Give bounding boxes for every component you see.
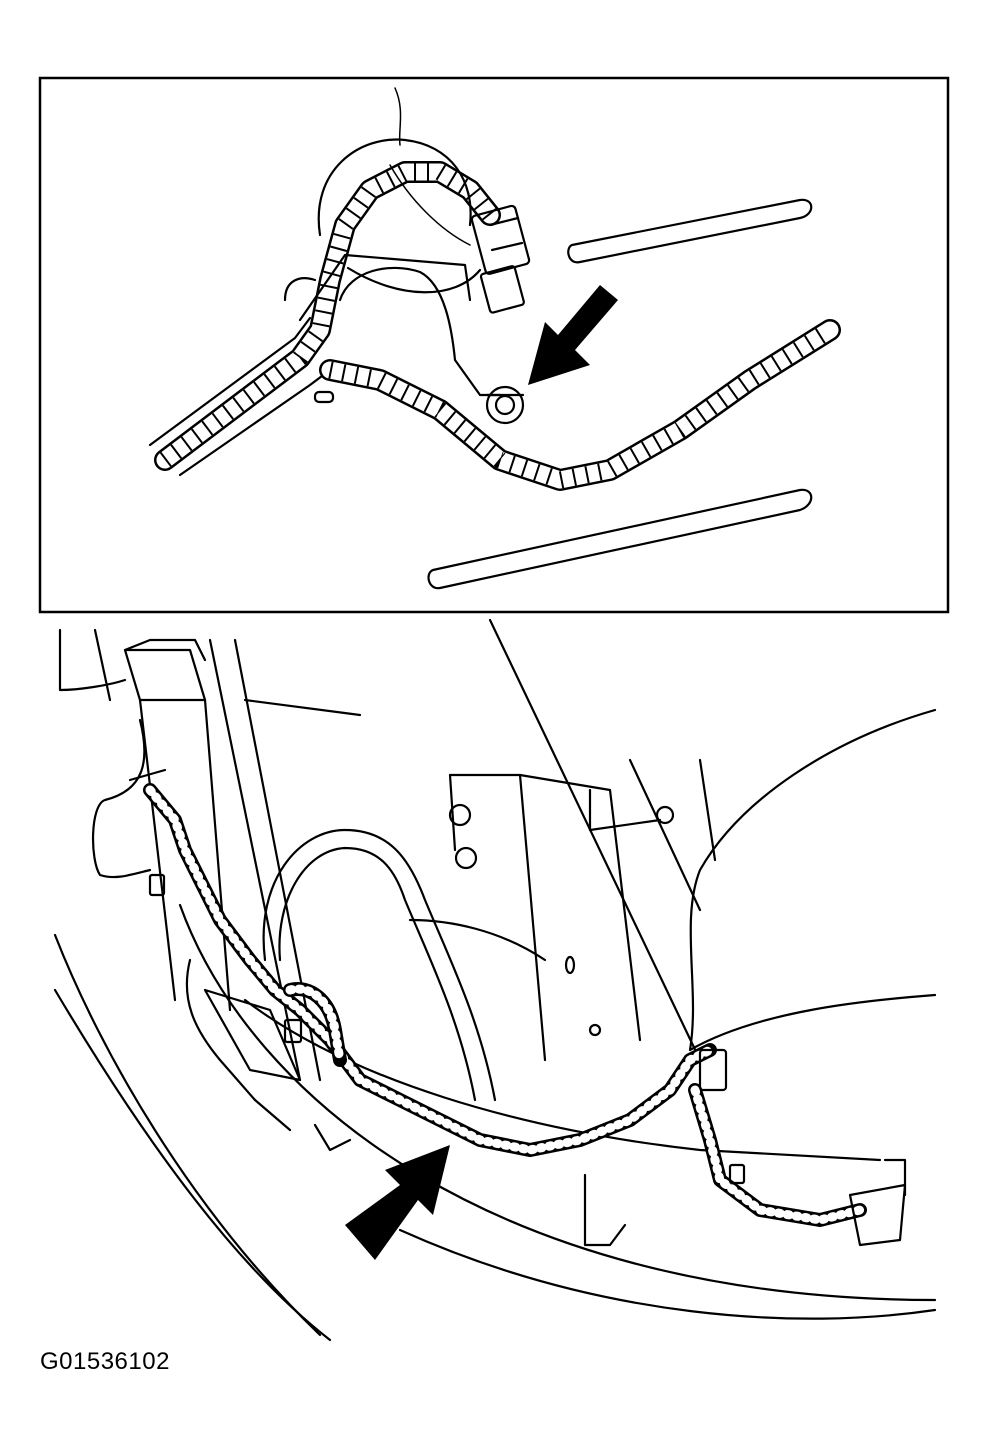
detail-inset-drawing [148,87,841,590]
arrow-icon [528,285,630,385]
arrow-icon [345,1145,450,1260]
main-view-drawing [53,618,937,1342]
figure-code: G01536102 [40,1348,170,1375]
